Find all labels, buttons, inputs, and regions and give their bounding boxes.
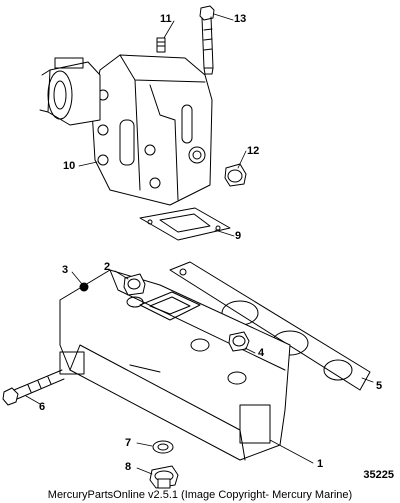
- callout-5: 5: [376, 380, 383, 392]
- stud-11: [156, 37, 166, 53]
- diagram-reference-number: 35225: [363, 469, 394, 481]
- callout-12: 12: [247, 145, 260, 157]
- exhaust-manifold-1: [59, 269, 291, 461]
- callout-8: 8: [125, 461, 132, 473]
- callout-3: 3: [62, 264, 69, 276]
- manifold-gasket-5: [169, 261, 371, 391]
- callout-4: 4: [258, 347, 265, 359]
- plug-12: [224, 163, 247, 187]
- cap-2: [123, 273, 146, 296]
- washer-7: [152, 440, 174, 454]
- callout-1: 1: [317, 458, 324, 470]
- plug-3: [79, 282, 89, 292]
- bolt-6: [2, 369, 65, 406]
- callout-10: 10: [63, 160, 76, 172]
- callout-13: 13: [234, 13, 247, 25]
- elbow-riser-10: [39, 54, 213, 206]
- callout-7: 7: [125, 437, 132, 449]
- gasket-9: [139, 207, 231, 241]
- leader-lines: [25, 13, 374, 475]
- callout-11: 11: [160, 13, 172, 25]
- copyright-footer: MercuryPartsOnline v2.5.1 (Image Copyrig…: [47, 489, 353, 501]
- drain-plug-8: [149, 465, 179, 489]
- callout-2: 2: [104, 261, 111, 273]
- callout-6: 6: [39, 401, 46, 413]
- cap-4: [228, 331, 250, 352]
- bolt-13: [199, 5, 215, 75]
- callout-9: 9: [235, 230, 242, 242]
